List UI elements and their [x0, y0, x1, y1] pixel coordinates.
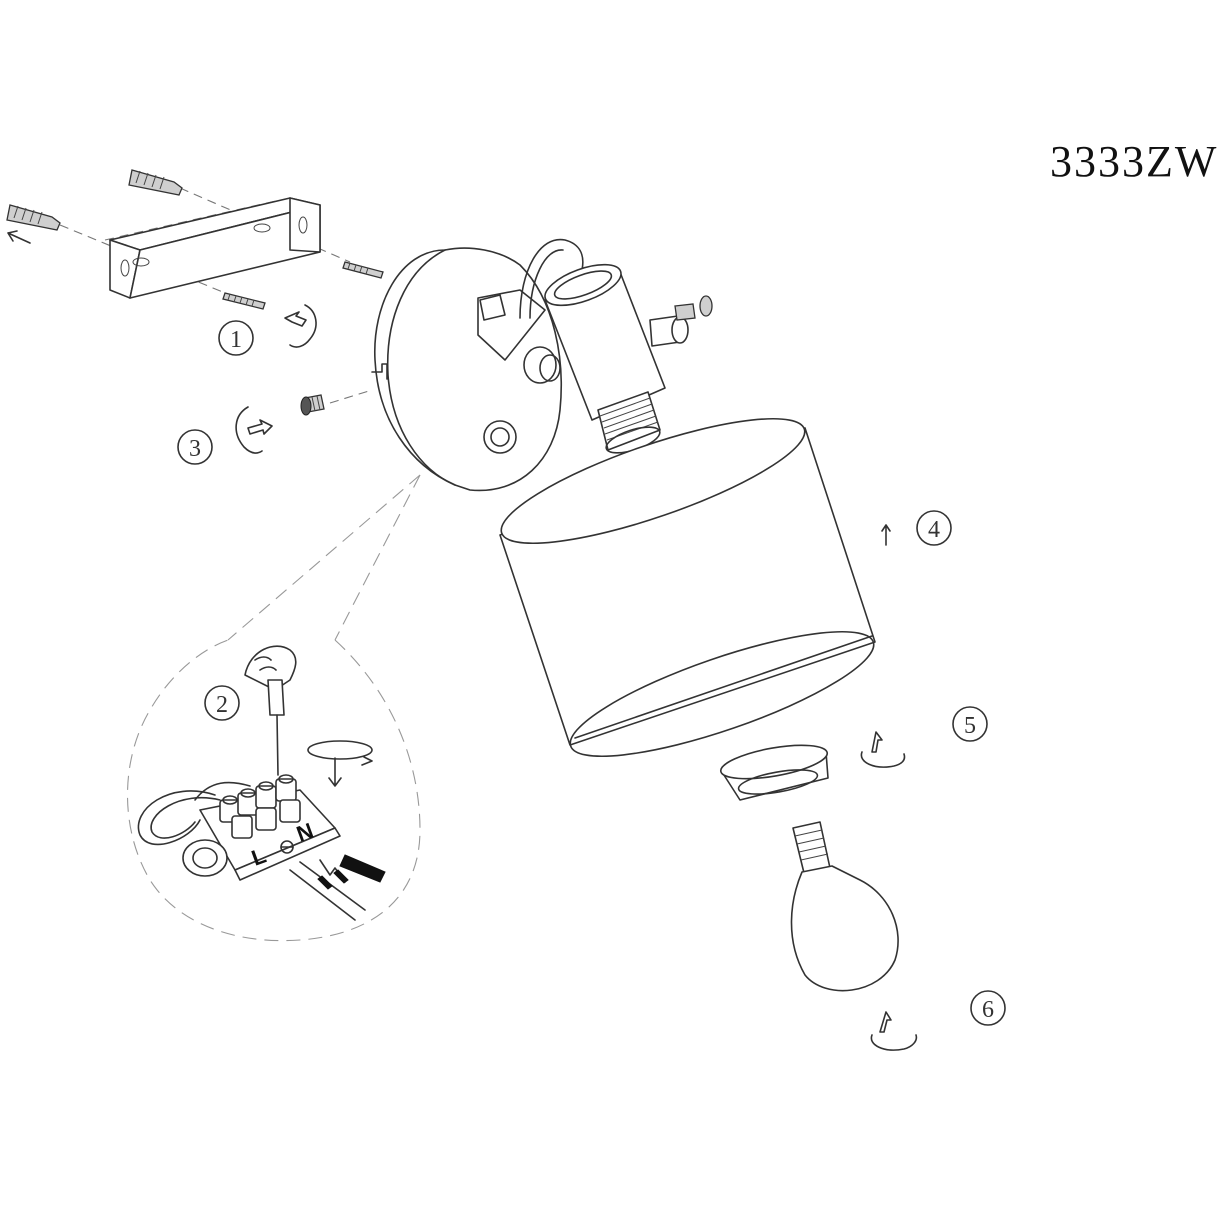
step-badge-6: 6 — [970, 990, 1006, 1026]
step-badge-4: 4 — [916, 510, 952, 546]
wall-bracket-group — [6, 169, 384, 348]
rotate-arrow-icon — [870, 1011, 918, 1051]
terminal-screws — [219, 774, 301, 839]
step-badge-2: 2 — [204, 685, 240, 721]
model-code: 3333ZW — [1050, 137, 1218, 186]
lamp-base-group — [371, 238, 713, 492]
screwdriver-icon — [267, 679, 285, 776]
light-bulb-icon — [790, 821, 918, 1051]
step-number: 6 — [982, 997, 994, 1023]
step-number: 5 — [964, 713, 976, 739]
lamp-shade-group — [499, 417, 891, 758]
screw-icon — [300, 394, 325, 416]
wall-plug-icon — [128, 169, 183, 196]
step-number: 3 — [189, 436, 201, 462]
hand-icon — [244, 645, 297, 691]
rotate-arrow-icon — [284, 304, 317, 348]
shade-ring-group — [719, 731, 906, 801]
up-arrow-icon — [881, 524, 891, 546]
rotate-arrow-icon — [307, 740, 373, 787]
screw-icon — [342, 261, 384, 279]
step-number: 4 — [928, 517, 940, 543]
step-number: 2 — [216, 692, 228, 718]
step-number: 1 — [230, 327, 242, 353]
rotate-arrow-icon — [235, 406, 273, 454]
step-badge-1: 1 — [218, 320, 254, 356]
wiring-detail-group: L N — [126, 474, 421, 942]
rotate-arrow-icon — [860, 731, 906, 768]
step-badge-5: 5 — [952, 706, 988, 742]
step-badge-3: 3 — [177, 429, 213, 465]
wall-plug-icon — [6, 204, 61, 231]
screw-icon — [222, 292, 266, 310]
step3-hardware — [235, 389, 373, 454]
